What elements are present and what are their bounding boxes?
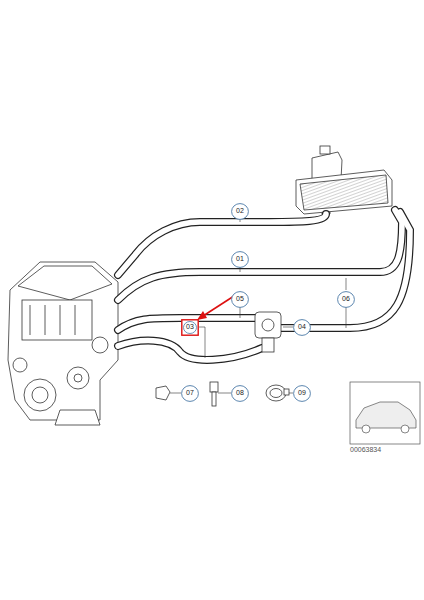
callout-number: 06 xyxy=(342,295,350,303)
callout-bubble: 08 xyxy=(231,385,249,402)
callout-number: 09 xyxy=(298,389,306,397)
callout-number: 02 xyxy=(236,207,244,215)
engine xyxy=(8,262,118,425)
callout-bubble: 04 xyxy=(293,319,311,336)
callout-bubble: 07 xyxy=(181,385,199,402)
callout-number: 08 xyxy=(236,389,244,397)
callout-number: 05 xyxy=(236,295,244,303)
heater-core xyxy=(296,170,392,214)
vehicle-inset xyxy=(350,382,420,444)
callout-number: 07 xyxy=(186,389,194,397)
callout-bubble: 05 xyxy=(231,291,249,308)
callout-bubble: 02 xyxy=(231,203,249,220)
callout-number: 04 xyxy=(298,323,306,331)
small-parts xyxy=(156,382,289,406)
hoses xyxy=(118,210,410,360)
callout-bubble: 01 xyxy=(231,251,249,268)
callout-number: 01 xyxy=(236,255,244,263)
callout-number: 03 xyxy=(186,323,194,331)
callout-bubble: 03 xyxy=(181,319,199,336)
reference-number: 00063834 xyxy=(350,446,381,453)
highlight-arrow xyxy=(197,296,234,320)
heater-valve xyxy=(255,312,281,352)
callout-bubble: 09 xyxy=(293,385,311,402)
leader-lines xyxy=(170,219,346,393)
callout-bubble: 06 xyxy=(337,291,355,308)
